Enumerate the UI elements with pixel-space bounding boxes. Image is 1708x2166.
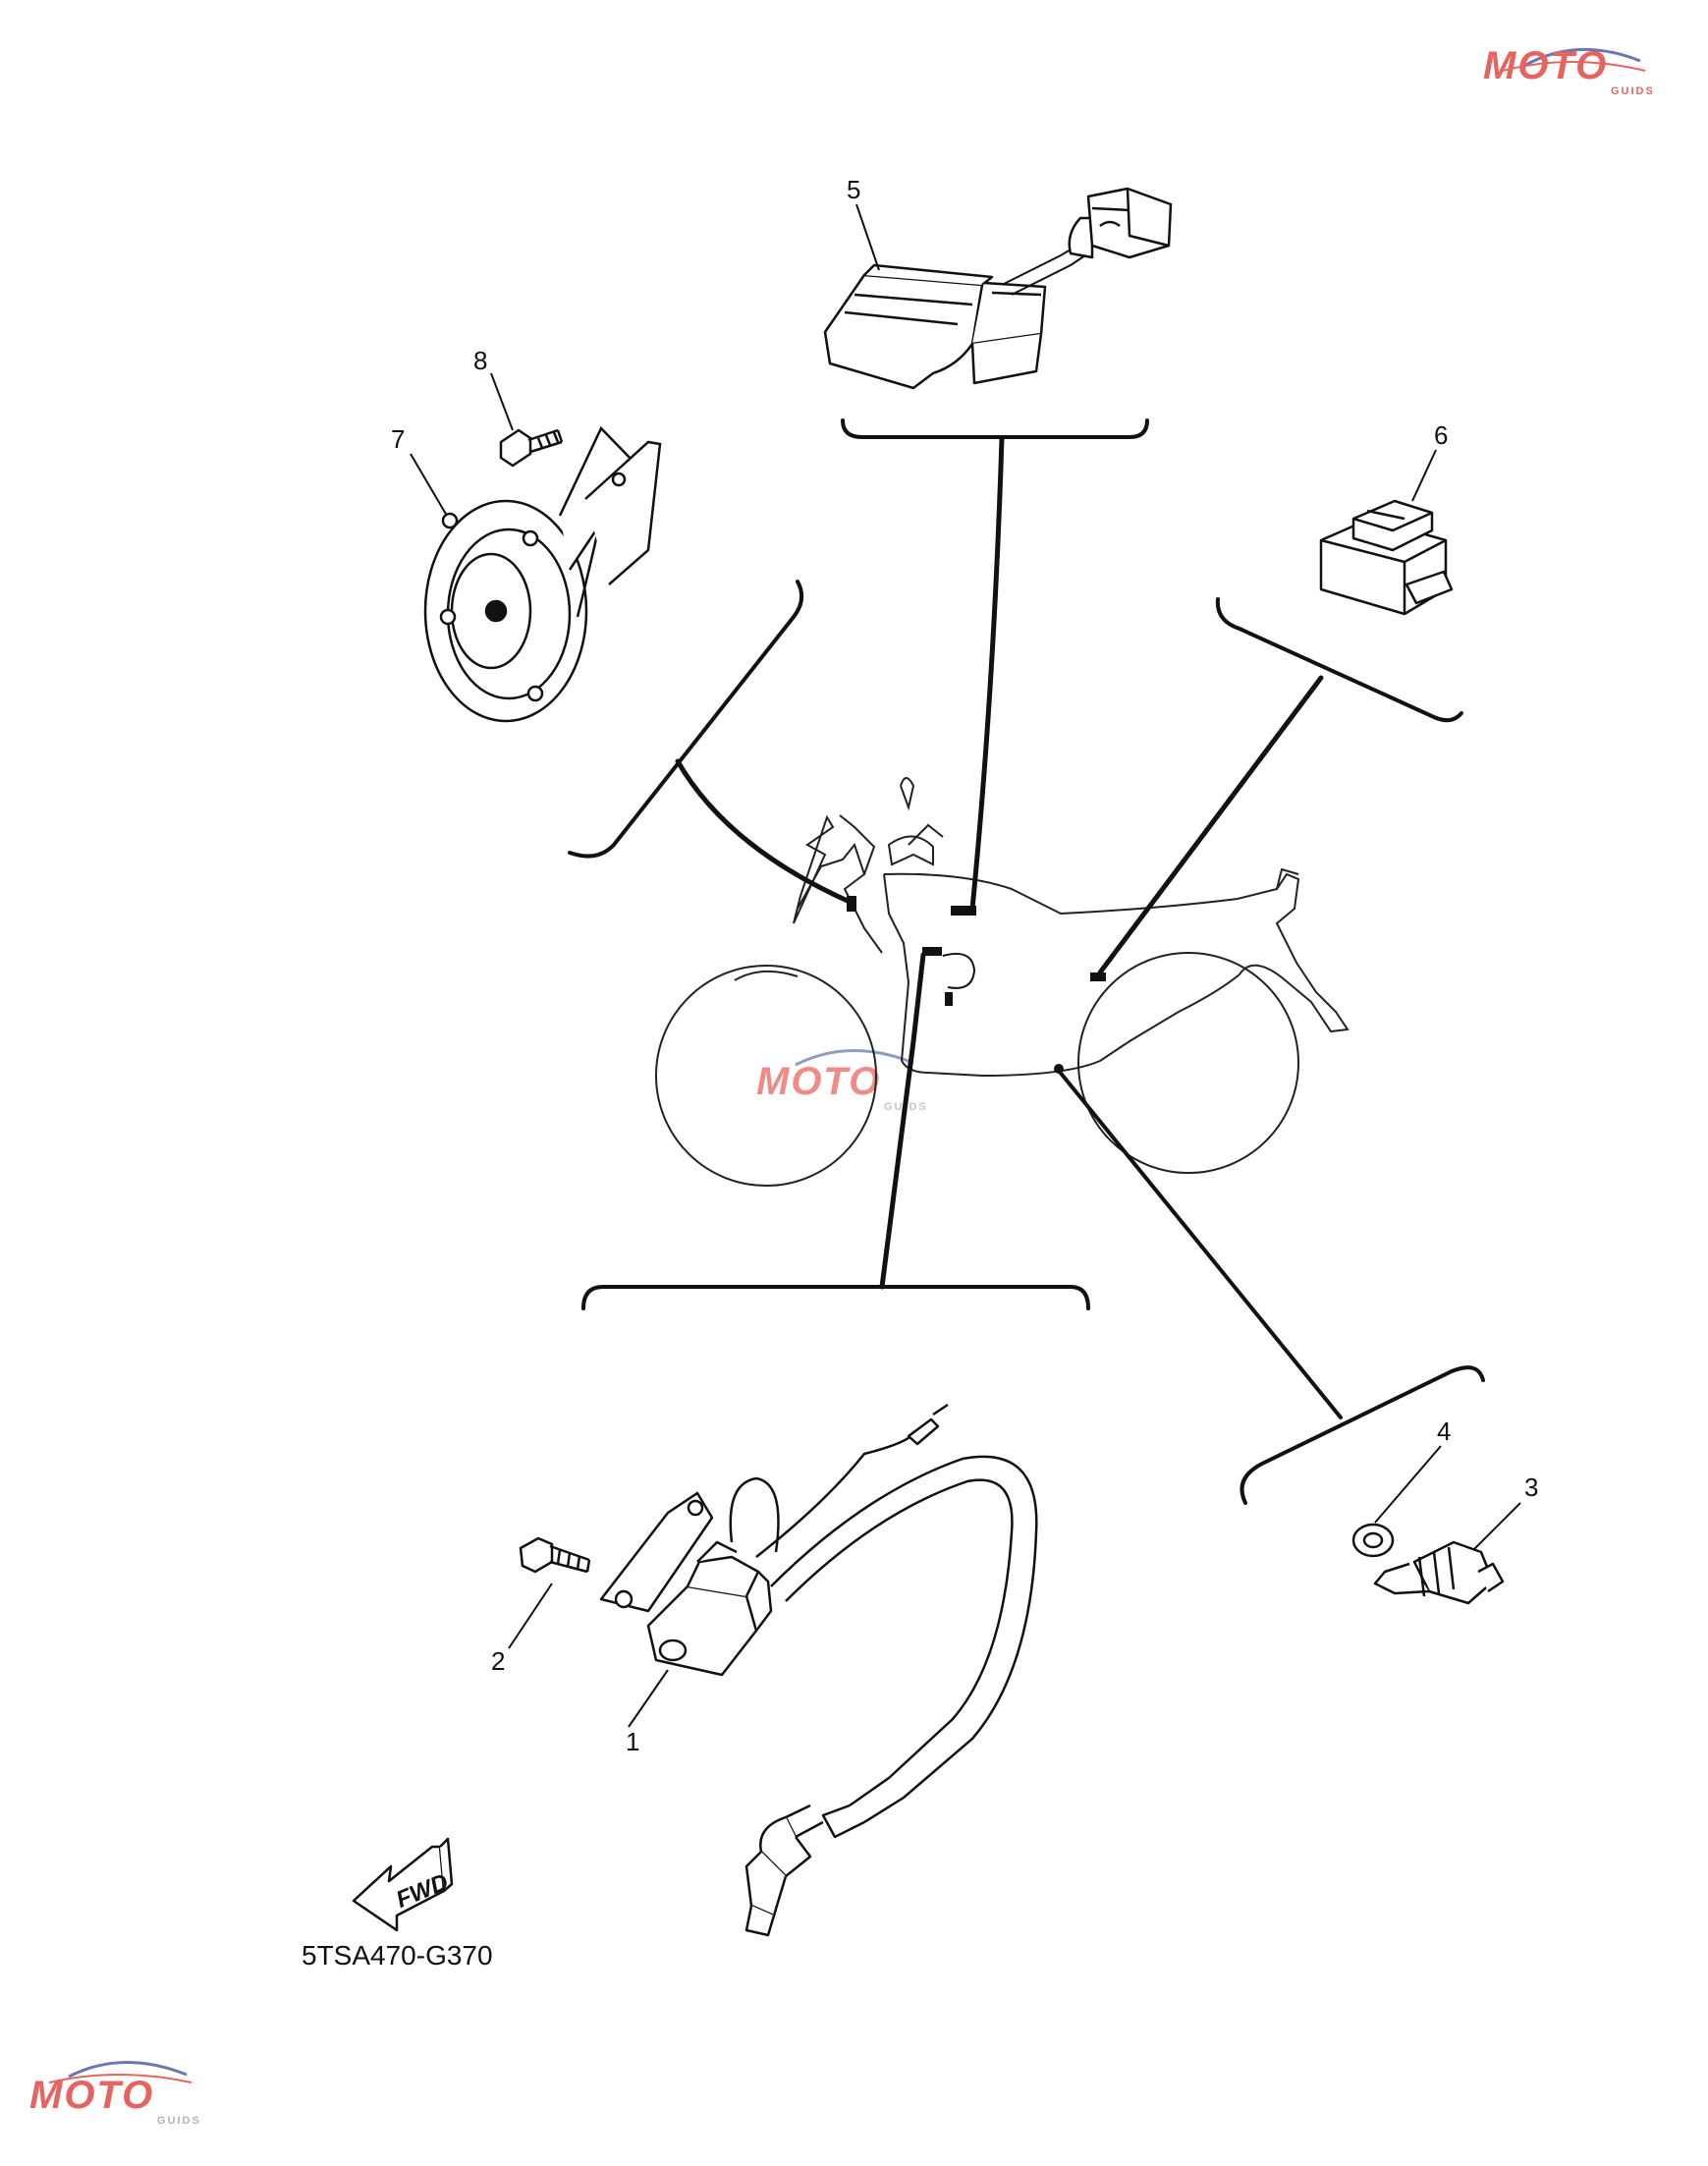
- drawing-code: 5TSA470-G370: [302, 1940, 493, 1971]
- watermark-brand-text: MOTO: [756, 1060, 881, 1103]
- bracket-left: [568, 580, 804, 859]
- callout-7: 7: [391, 424, 405, 454]
- leader-left: [675, 758, 853, 905]
- headlight-fairing: [797, 842, 883, 954]
- motorcycle-outline: [655, 777, 1350, 1187]
- watermark-logo-top-right: MOTO GUIDS: [1483, 44, 1655, 97]
- bracket-top: [841, 418, 1149, 439]
- rear-wheel: [1077, 952, 1299, 1174]
- callout-1: 1: [626, 1727, 639, 1756]
- leader-right: [1097, 675, 1324, 975]
- marker-1b: [945, 992, 953, 1006]
- part-1-pickup-coil: [599, 1403, 1038, 1937]
- part-5-cdi-unit: [823, 187, 1173, 390]
- callout-2: 2: [491, 1646, 505, 1676]
- watermark-brand-text: MOTO: [29, 2074, 154, 2117]
- leader-bottom: [879, 952, 926, 1290]
- part-6-relay: [1319, 499, 1454, 616]
- callout-5: 5: [847, 175, 860, 204]
- callout-8: 8: [473, 346, 487, 375]
- bracket-bottom: [581, 1285, 1090, 1310]
- marker-6: [1090, 972, 1106, 981]
- leader-top: [969, 435, 1005, 912]
- fwd-direction-arrow: FWD: [352, 1837, 454, 1932]
- part-3-neutral-switch: [1373, 1540, 1505, 1605]
- watermark-brand-text: MOTO: [1483, 44, 1608, 87]
- leader-lines: [568, 418, 1485, 1505]
- watermark-logo-center: MOTO GUIDS: [756, 1049, 926, 1113]
- front-fender: [734, 970, 799, 981]
- callout-4: 4: [1437, 1416, 1451, 1446]
- bracket-right: [1215, 597, 1463, 723]
- location-markers: [847, 896, 1106, 1074]
- marker-1: [922, 947, 942, 956]
- callout-3: 3: [1524, 1472, 1538, 1502]
- mirror: [900, 777, 915, 811]
- marker-5: [951, 906, 976, 916]
- frame-bottom: [901, 973, 1240, 1078]
- watermark-sub-text: GUIDS: [157, 2115, 201, 2127]
- part-2-bolt: [519, 1536, 591, 1574]
- callout-labels: 1 2 3 4 5 6 7 8: [391, 175, 1538, 1756]
- marker-7: [847, 896, 856, 912]
- front-fork: [793, 814, 835, 924]
- part-7-horn: [423, 425, 662, 723]
- callout-leaders: [410, 203, 1521, 1728]
- watermark-logo-bottom-left: MOTO GUIDS: [29, 2061, 201, 2127]
- part-8-bolt: [499, 428, 564, 468]
- callout-6: 6: [1434, 420, 1448, 450]
- leader-bottom-right: [1057, 1069, 1343, 1419]
- front-wheel: [655, 965, 877, 1187]
- watermark-sub-text: GUIDS: [1611, 85, 1655, 97]
- part-4-washer: [1351, 1523, 1395, 1558]
- bracket-bottom-right: [1240, 1365, 1485, 1505]
